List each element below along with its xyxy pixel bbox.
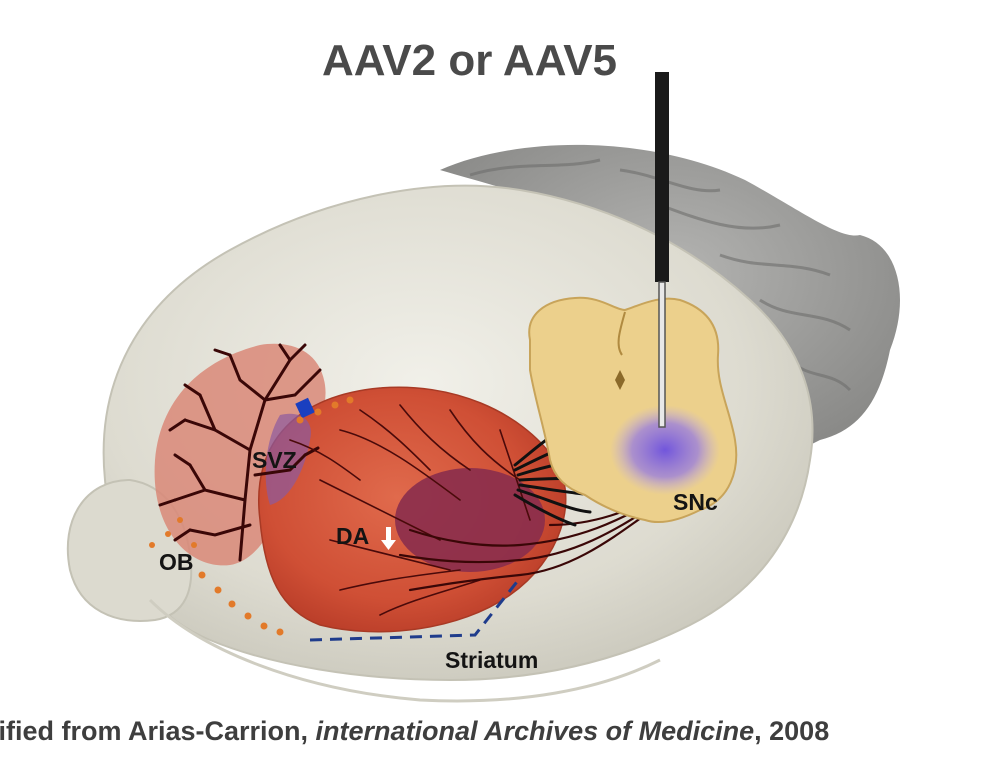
label-snc: SNc bbox=[673, 489, 718, 516]
caption-suffix: , 2008 bbox=[754, 716, 829, 746]
label-da: DA bbox=[336, 523, 369, 550]
citation-caption: dified from Arias-Carrion, international… bbox=[0, 716, 829, 747]
label-striatum: Striatum bbox=[445, 647, 538, 674]
label-svz: SVZ bbox=[252, 447, 297, 474]
caption-journal: international Archives of Medicine bbox=[316, 716, 755, 746]
caption-prefix: dified from Arias-Carrion, bbox=[0, 716, 316, 746]
diagram-title: AAV2 or AAV5 bbox=[322, 36, 617, 86]
terminal-field bbox=[395, 468, 545, 572]
label-ob: OB bbox=[159, 549, 194, 576]
